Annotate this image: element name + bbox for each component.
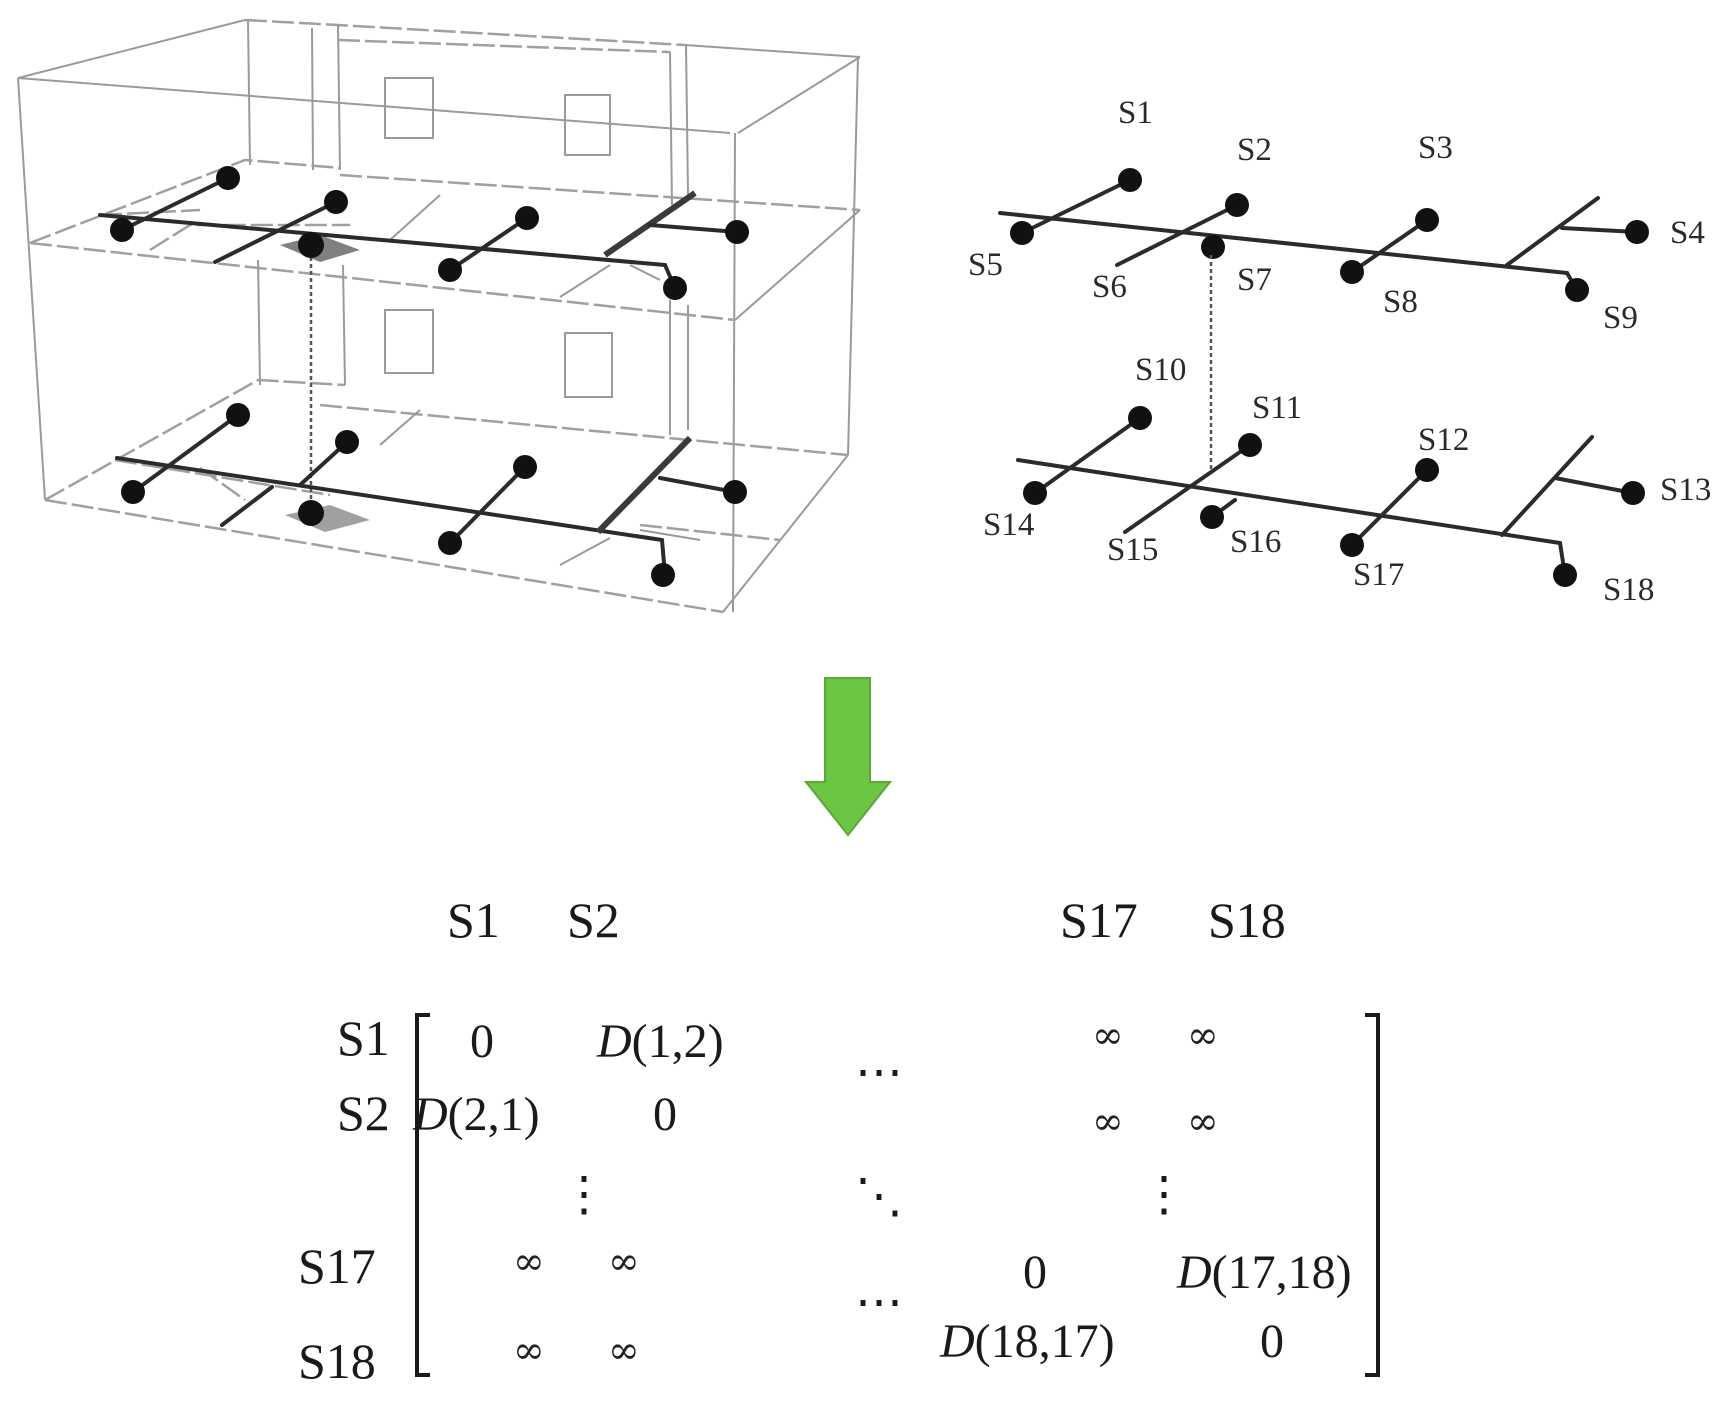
- row-label-S2: S2: [337, 1085, 390, 1141]
- cell-2-18: ∞: [1187, 1099, 1219, 1143]
- node-S13: [1621, 481, 1645, 505]
- cell-1-18: ∞: [1187, 1013, 1219, 1057]
- label-S1: S1: [1118, 95, 1153, 131]
- node-S14: [1023, 481, 1047, 505]
- label-S3: S3: [1418, 130, 1453, 166]
- label-S17: S17: [1353, 557, 1404, 593]
- cell-18-17: D(18,17): [939, 1315, 1115, 1368]
- right-bracket: [1365, 1013, 1380, 1377]
- vdots-left: ⋮: [560, 1168, 608, 1221]
- node-3d-upper-5: [515, 206, 539, 230]
- node-3d-lower-5: [513, 455, 537, 479]
- label-S6: S6: [1092, 269, 1127, 305]
- left-bracket: [415, 1013, 430, 1377]
- label-S18: S18: [1603, 572, 1654, 608]
- vdots-right: ⋮: [1140, 1168, 1188, 1221]
- window-upper-left: [384, 77, 434, 139]
- shaft-lower: [285, 505, 370, 532]
- label-S16: S16: [1230, 524, 1281, 560]
- node-3d-upper-2: [110, 218, 134, 242]
- node-3d-upper-8: [663, 276, 687, 300]
- node-S2: [1225, 193, 1249, 217]
- main-pipe-lower: [1016, 458, 1562, 545]
- cell-2-2: 0: [653, 1088, 677, 1141]
- col-header-S18: S18: [1208, 892, 1286, 948]
- node-3d-lower-1: [226, 403, 250, 427]
- node-S3: [1415, 208, 1439, 232]
- node-3d-lower-3: [335, 430, 359, 454]
- cell-18-18: 0: [1260, 1315, 1284, 1368]
- label-S14: S14: [983, 507, 1034, 543]
- node-S12: [1415, 458, 1439, 482]
- label-S8: S8: [1383, 284, 1418, 320]
- cell-17-hdots: ⋯: [855, 1276, 903, 1329]
- node-3d-lower-2: [121, 480, 145, 504]
- cell-17-2: ∞: [608, 1239, 640, 1283]
- row-label-S17: S17: [298, 1238, 376, 1294]
- distance-matrix: S1 S2 S17 S18 S1 S2 S17 S18 0 D(1,2) ⋯ ∞…: [298, 892, 1380, 1389]
- label-S12: S12: [1418, 422, 1469, 458]
- label-S11: S11: [1252, 390, 1302, 426]
- cell-2-1: D(2,1): [412, 1088, 540, 1141]
- cell-17-17: 0: [1023, 1246, 1047, 1299]
- node-3d-upper-4: [298, 232, 324, 258]
- col-header-S17: S17: [1060, 892, 1138, 948]
- label-S9: S9: [1603, 300, 1638, 336]
- cell-18-1: ∞: [513, 1328, 545, 1372]
- node-S1: [1118, 168, 1142, 192]
- node-3d-upper-6: [438, 258, 462, 282]
- row-label-S1: S1: [337, 1010, 390, 1066]
- cell-1-17: ∞: [1092, 1013, 1124, 1057]
- node-3d-lower-7: [723, 480, 747, 504]
- node-3d-lower-4: [298, 500, 324, 526]
- window-lower-left: [384, 309, 434, 374]
- node-3d-lower-6: [438, 531, 462, 555]
- down-arrow-icon: [803, 677, 893, 837]
- label-S13: S13: [1660, 472, 1711, 508]
- node-S11: [1238, 433, 1262, 457]
- label-S15: S15: [1107, 532, 1158, 568]
- label-S2: S2: [1237, 132, 1272, 168]
- window-upper-right: [564, 94, 611, 156]
- node-S7: [1201, 235, 1225, 259]
- cell-17-18: D(17,18): [1176, 1246, 1352, 1299]
- network-diagram: S1 S2 S3 S4 S5 S6 S7 S8 S9 S10 S11 S12 S…: [968, 95, 1711, 608]
- row-label-S18: S18: [298, 1333, 376, 1389]
- label-S7: S7: [1237, 262, 1272, 298]
- label-S5: S5: [968, 247, 1003, 283]
- label-S10: S10: [1135, 352, 1186, 388]
- cell-18-2: ∞: [608, 1328, 640, 1372]
- building-wireframe: [17, 18, 861, 614]
- cell-1-2: D(1,2): [596, 1015, 724, 1068]
- node-3d-lower-8: [651, 563, 675, 587]
- label-S4: S4: [1670, 215, 1705, 251]
- node-S8: [1340, 260, 1364, 284]
- node-S10: [1128, 406, 1152, 430]
- main-pipe-upper: [998, 211, 1569, 275]
- node-S18: [1553, 563, 1577, 587]
- window-lower-right: [564, 332, 613, 398]
- node-S5: [1010, 221, 1034, 245]
- cell-1-hdots: ⋯: [855, 1046, 903, 1099]
- cell-1-1: 0: [470, 1015, 494, 1068]
- cell-17-1: ∞: [513, 1239, 545, 1283]
- ddots-center: ⋱: [855, 1170, 903, 1223]
- node-3d-upper-3: [324, 190, 348, 214]
- node-3d-upper-7: [725, 220, 749, 244]
- node-S16: [1200, 505, 1224, 529]
- node-S17: [1340, 533, 1364, 557]
- col-header-S2: S2: [567, 892, 620, 948]
- cell-2-17: ∞: [1092, 1099, 1124, 1143]
- node-S4: [1625, 220, 1649, 244]
- node-3d-upper-1: [216, 166, 240, 190]
- node-S9: [1565, 278, 1589, 302]
- col-header-S1: S1: [447, 892, 500, 948]
